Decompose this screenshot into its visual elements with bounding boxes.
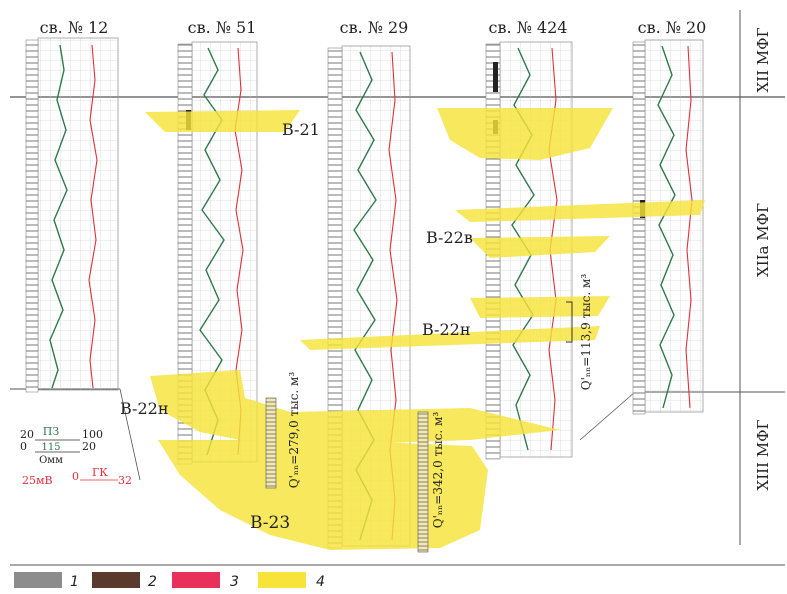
legend-swatch-2	[92, 572, 140, 588]
lens-b23	[158, 440, 488, 550]
scale-left-mid: 0	[20, 440, 27, 453]
well-label-51: св. № 51	[188, 18, 257, 37]
legend-num-4: 4	[316, 574, 325, 590]
legend-swatch-1	[14, 572, 62, 588]
scale-gk-right: 32	[118, 474, 132, 487]
legend-swatch-3	[172, 572, 220, 588]
lens-b22v-upper	[455, 200, 705, 222]
legend-num-2: 2	[148, 574, 157, 590]
layer-b22n-right: B-22н	[422, 320, 470, 339]
well-label-20: св. № 20	[638, 18, 707, 37]
scale-gk: ГК	[92, 466, 108, 479]
lens-b22n-right	[300, 326, 600, 350]
layer-b22v: B-22в	[426, 228, 473, 247]
scale-unit: Омм	[39, 455, 63, 466]
formation-xiii: XIII МФГ	[754, 419, 772, 490]
well-12-log	[25, 37, 119, 393]
reserve-bar-1	[265, 397, 277, 489]
layer-b22n-left: B-22н	[120, 399, 168, 418]
legend-num-1: 1	[70, 574, 79, 590]
well-label-29: св. № 29	[340, 18, 409, 37]
lens-b22n-right-upper	[470, 296, 610, 318]
lens-b22n-left	[150, 370, 560, 445]
lens-424-top	[437, 108, 613, 160]
layer-b21: B-21	[282, 120, 320, 139]
log-scale-key: 20 100 ПЗ 0 115 20 Омм 25мВ 0 ГК 32	[20, 425, 132, 487]
scale-gk-left: 0	[72, 470, 79, 483]
reserve-label-2: Q'ₙₙ=342,0 тыс. м³	[431, 412, 445, 529]
legend: 1 2 3 4	[14, 572, 325, 590]
scale-right-mid: 20	[82, 440, 96, 453]
connector-right	[579, 391, 636, 441]
connector-left	[119, 388, 141, 481]
lens-b21	[145, 110, 300, 132]
formation-xii: XII МФГ	[754, 27, 772, 92]
reserve-label-3: Q'ₙₙ=113,9 тыс. м³	[579, 274, 593, 391]
scale-sp: 25мВ	[22, 474, 53, 487]
well-20-log	[632, 39, 704, 415]
formation-xiia: XIIa МФГ	[754, 203, 772, 277]
scale-right-top: 100	[82, 428, 103, 441]
reserve-bracket-3	[566, 301, 573, 343]
legend-swatch-4	[258, 572, 306, 588]
reserve-bar-2	[417, 411, 429, 553]
reserve-label-1: Q'ₙₙ=279,0 тыс. м³	[287, 372, 301, 489]
lens-b22v	[470, 236, 610, 258]
scale-mid-num: ПЗ	[43, 425, 60, 438]
well-label-12: св. № 12	[40, 18, 109, 37]
scale-left-top: 20	[20, 428, 34, 441]
well-label-424: св. № 424	[489, 18, 568, 37]
layer-b23: B-23	[250, 513, 290, 533]
productive-lenses	[145, 108, 705, 550]
scale-mid-den: 115	[41, 442, 60, 453]
legend-num-3: 3	[230, 574, 239, 590]
